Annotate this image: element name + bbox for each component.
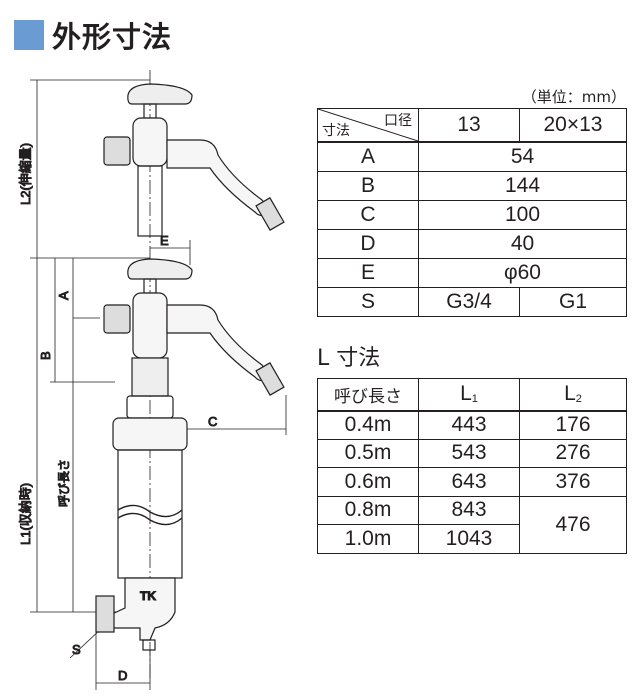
label-a: A	[56, 291, 71, 300]
header-bore: 口径	[384, 113, 412, 129]
cell-l1: 443	[418, 410, 520, 440]
column-header: 20×13	[519, 108, 627, 143]
cell-l1: 643	[418, 467, 520, 497]
column-header: 13	[418, 108, 520, 143]
cell-length: 0.8m	[317, 495, 419, 525]
row-value: 54	[418, 141, 627, 172]
label-e: E	[160, 233, 169, 248]
cell-l1: 843	[418, 495, 520, 525]
cell-l2: 376	[519, 467, 627, 497]
row-value: φ60	[418, 257, 627, 288]
cell-length: 0.6m	[317, 467, 419, 497]
label-d: D	[118, 668, 127, 683]
unit-label: （単位：mm）	[521, 88, 626, 106]
row-value: 100	[418, 199, 627, 230]
header-l: L	[460, 382, 472, 406]
brand-mark: TK	[140, 589, 156, 603]
label-nominal-length: 呼び長さ	[57, 459, 71, 507]
row-label: A	[317, 141, 419, 172]
label-s: S	[72, 642, 81, 657]
cell-l2: 176	[519, 410, 627, 440]
cell-l2: 276	[519, 438, 627, 468]
label-l2: L2(伸縮量)	[18, 143, 33, 205]
header-dimension: 寸法	[322, 123, 350, 139]
label-b: B	[38, 351, 53, 360]
faucet-extended	[103, 83, 285, 237]
row-label: E	[317, 257, 419, 288]
faucet-dimension-drawing: L2(伸縮量) L1(収納時) 呼び長さ A B E C D S TK	[18, 70, 287, 690]
cell-l1: 543	[418, 438, 520, 468]
label-c: C	[208, 414, 217, 429]
dimension-lines	[30, 70, 287, 690]
row-value: 40	[418, 228, 627, 259]
cell-l2: 476	[519, 495, 627, 554]
l-table-title: L 寸法	[317, 346, 381, 371]
row-value: 144	[418, 170, 627, 201]
row-label: S	[317, 286, 419, 317]
page-title: 外形寸法	[14, 14, 172, 56]
column-header-l2: L2	[519, 378, 627, 412]
header-sub: 2	[575, 393, 582, 406]
row-value: G3/4	[418, 286, 520, 317]
table-header-row: 口径 寸法 13 20×13	[317, 108, 627, 143]
column-header: 呼び長さ	[317, 378, 419, 412]
row-label: C	[317, 199, 419, 230]
header-l: L	[564, 382, 576, 406]
cell-length: 0.4m	[317, 410, 419, 440]
cell-length: 0.5m	[317, 438, 419, 468]
title-text: 外形寸法	[52, 20, 173, 54]
faucet-retracted	[95, 258, 285, 651]
corner-header-cell: 口径 寸法	[317, 108, 419, 143]
label-l1: L1(収納時)	[18, 483, 33, 545]
column-header-l1: L1	[418, 378, 520, 412]
row-label: D	[317, 228, 419, 259]
row-label: B	[317, 170, 419, 201]
row-value: G1	[519, 286, 627, 317]
header-sub: 1	[471, 393, 478, 406]
cell-l1: 1043	[418, 524, 520, 554]
table-header-row: 呼び長さ L1 L2	[317, 378, 627, 412]
cell-length: 1.0m	[317, 524, 419, 554]
title-square-icon	[14, 20, 44, 50]
